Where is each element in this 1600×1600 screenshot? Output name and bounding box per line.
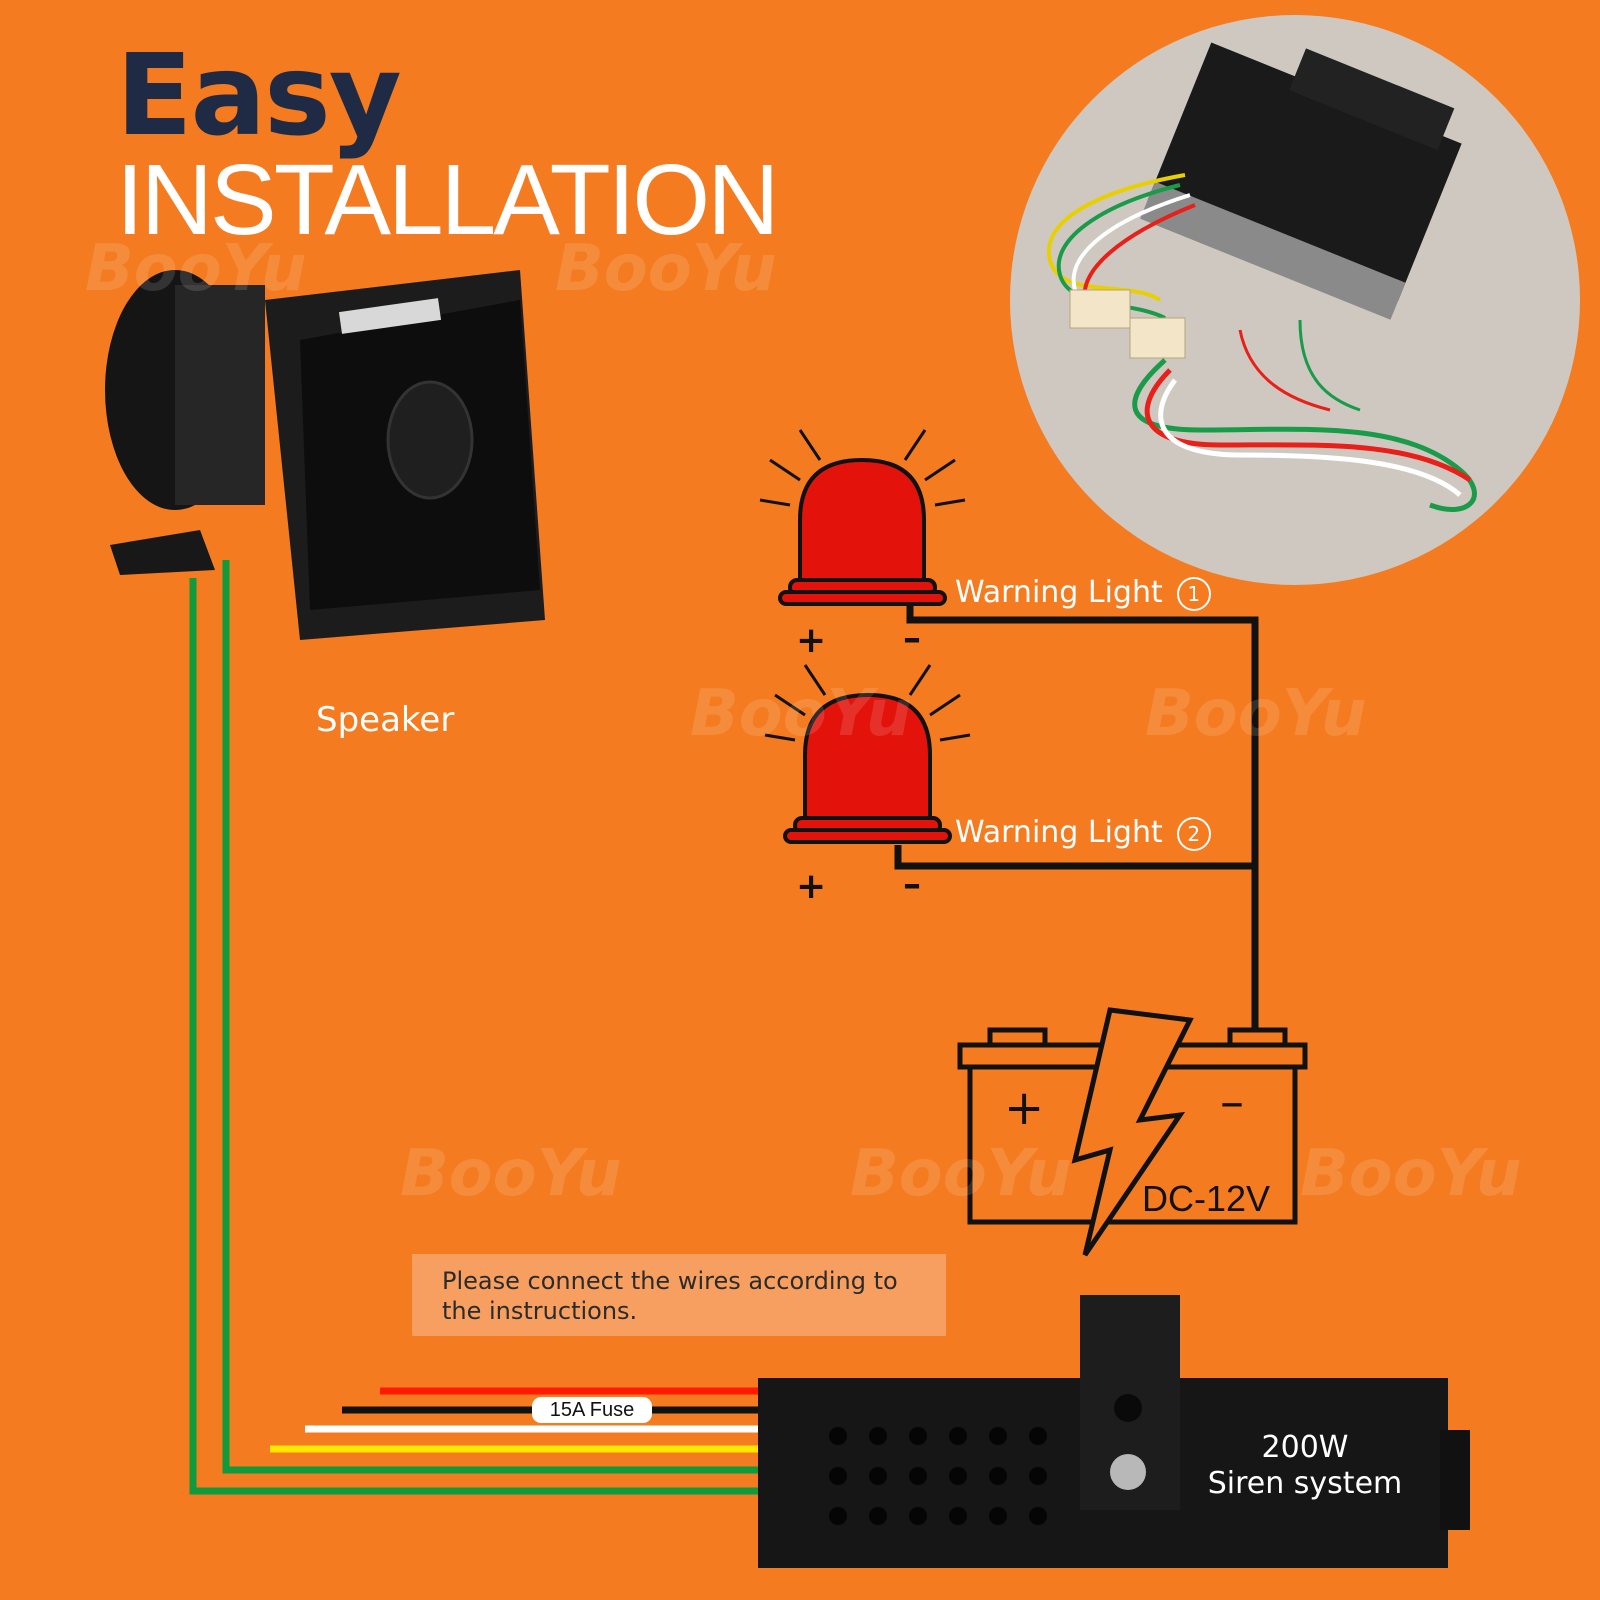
battery-plus-sign: + — [1004, 1080, 1045, 1136]
wire-green-inner — [222, 560, 760, 1474]
light-1-plus-sign: + — [796, 620, 827, 661]
wire-black-light2 — [894, 845, 1255, 870]
wire-black-light1 — [906, 605, 1259, 1030]
warning-light-1-number: 1 — [1176, 576, 1211, 611]
battery-icon — [957, 1007, 1308, 1257]
light-2-plus-sign: + — [796, 866, 827, 907]
warning-light-1-text: Warning Light — [955, 575, 1163, 610]
title-installation: INSTALLATION — [116, 144, 779, 256]
warning-light-2-number: 2 — [1176, 816, 1211, 851]
watermark-text: BooYu — [690, 677, 912, 751]
warning-light-2-text: Warning Light — [955, 815, 1163, 850]
instruction-note: Please connect the wires according to th… — [412, 1254, 946, 1336]
fuse-label: 15A Fuse — [532, 1397, 652, 1423]
warning-light-2-beacon — [764, 664, 971, 844]
watermark-text: BooYu — [85, 232, 307, 306]
battery-voltage-label: DC-12V — [1142, 1178, 1271, 1219]
siren-power-text: 200W — [1261, 1430, 1349, 1465]
warning-light-1-label: Warning Light 1 — [955, 575, 1211, 611]
siren-label: 200W Siren system — [1190, 1430, 1420, 1502]
control-box-photo — [1010, 15, 1580, 585]
siren-control-unit — [758, 1295, 1470, 1568]
watermark-text: BooYu — [555, 232, 777, 306]
instruction-note-text: Please connect the wires according to th… — [442, 1267, 898, 1325]
warning-light-2-label: Warning Light 2 — [955, 815, 1211, 851]
siren-name-text: Siren system — [1207, 1466, 1403, 1501]
warning-light-1-beacon — [759, 429, 966, 606]
light-2-minus-sign: – — [903, 864, 921, 905]
wires — [189, 560, 1259, 1495]
light-1-minus-sign: – — [903, 618, 921, 659]
wire-green-outer — [189, 578, 760, 1495]
watermark-text: BooYu — [1145, 677, 1367, 751]
watermark-text: BooYu — [850, 1137, 1072, 1211]
title-easy: Easy — [116, 31, 402, 161]
watermark-text: BooYu — [1300, 1137, 1522, 1211]
watermarks: BooYu BooYu BooYu BooYu BooYu BooYu BooY… — [85, 232, 1522, 1211]
speaker-horn — [105, 270, 545, 640]
battery-minus-sign: – — [1220, 1074, 1244, 1130]
watermark-text: BooYu — [400, 1137, 622, 1211]
speaker-label: Speaker — [316, 700, 455, 740]
